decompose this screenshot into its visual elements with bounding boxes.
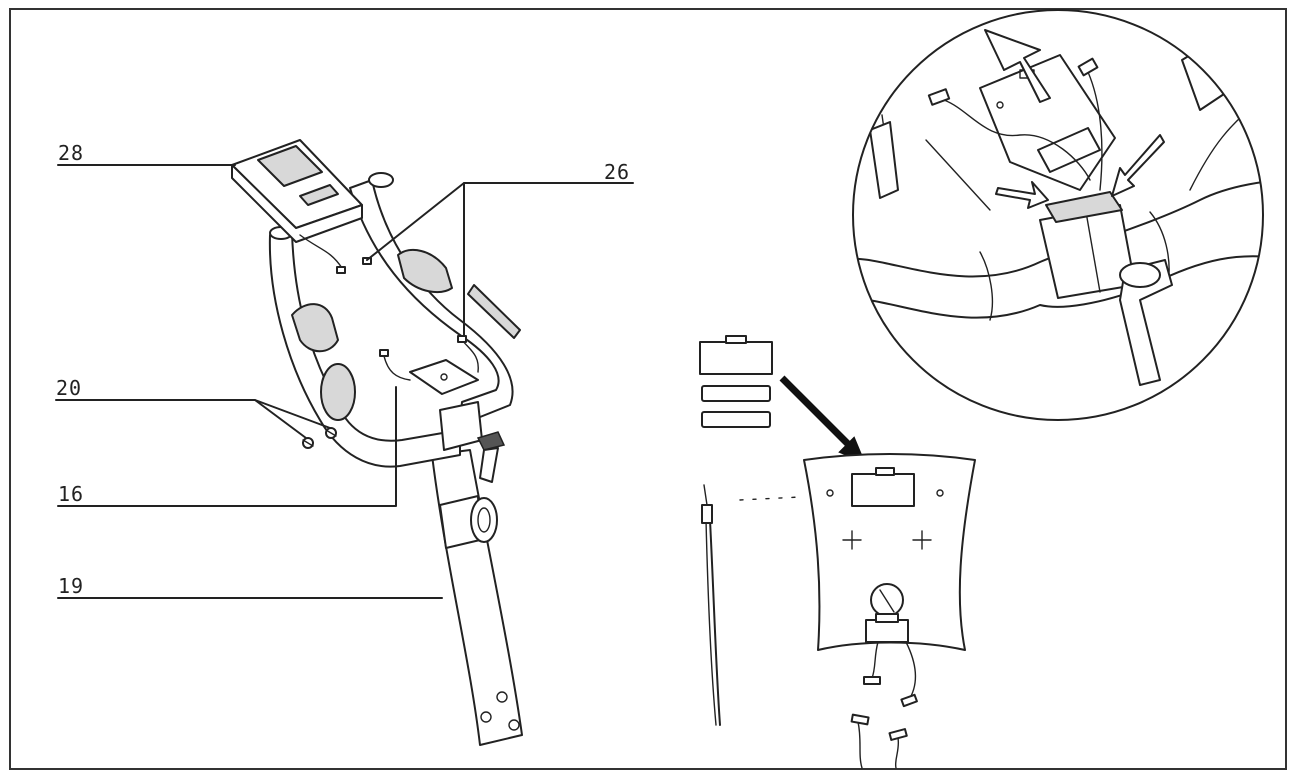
diagram-frame [9,8,1287,770]
detail-plate [979,54,1116,191]
panel-wire-left [871,641,879,679]
callout-label-handlebar-cable: 16 [58,482,85,506]
console-display [257,145,323,187]
callout-leaders [55,164,634,599]
screws [302,427,337,449]
battery-installation [699,335,976,769]
console-wire [299,234,343,269]
panel-wire-right [905,641,917,699]
callout-label-front-post: 19 [58,574,85,598]
loose-wire [709,519,721,726]
detail-knob [1119,259,1173,386]
mounting-plate [409,359,479,395]
right-pulse-sensor [397,248,453,294]
handlebar-wire [383,355,411,381]
detail-arrow-left [995,181,1049,209]
battery-2 [701,411,771,428]
detail-view [852,9,1264,421]
handlebar-assembly [231,139,523,746]
battery-compartment [851,473,915,507]
handlebar-clamp [439,401,483,451]
detail-up-arrow [984,29,1051,103]
clamp-knob [476,431,506,451]
battery-pack [699,341,773,375]
front-post [431,449,523,746]
callout-label-sensor-wire: 26 [604,160,631,184]
callout-label-screws: 20 [56,376,83,400]
left-pulse-sensor [320,363,356,421]
console-back-panel [803,453,976,651]
detail-circle-border [852,9,1264,421]
detail-arrow-right [1111,134,1165,197]
callout-label-console: 28 [58,141,85,165]
install-arrow [779,375,855,451]
battery-1 [701,385,771,402]
